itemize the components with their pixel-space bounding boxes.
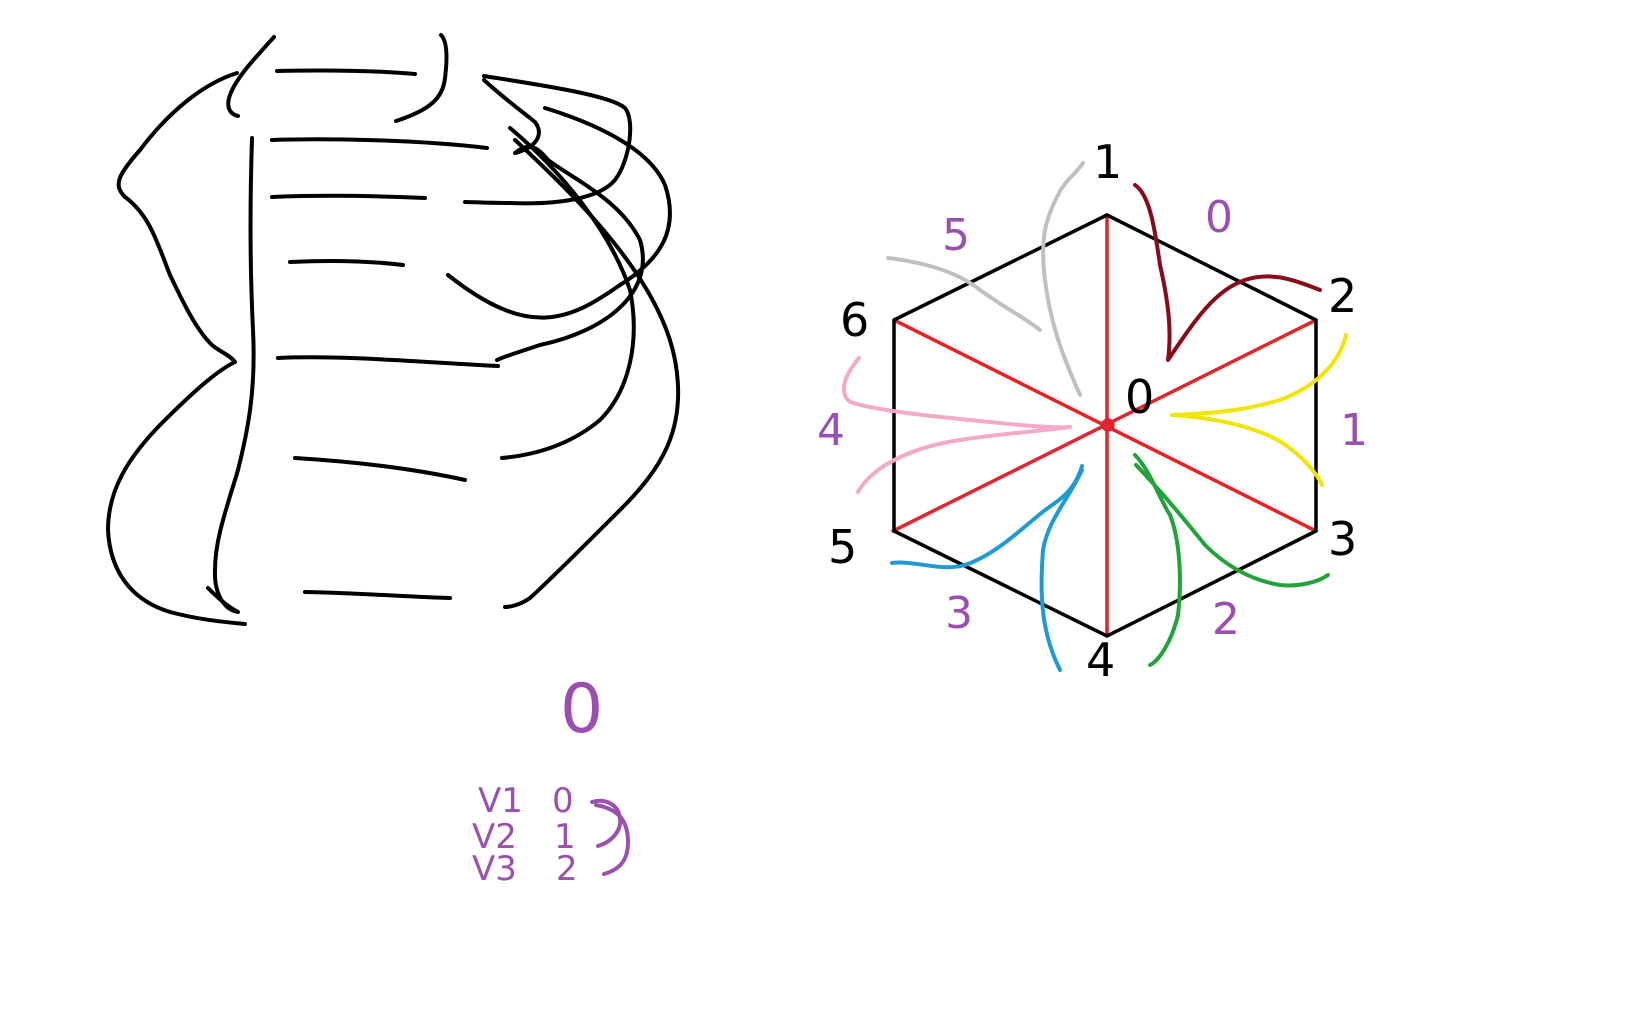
- sketch-arc-4: [500, 126, 636, 460]
- curve-pink: [841, 356, 1072, 494]
- note-row-2-value: 1: [554, 817, 576, 857]
- sketch-top-left-hook: [226, 35, 276, 118]
- curve-green: [1133, 453, 1330, 667]
- note-row-3-name: V3: [472, 849, 517, 889]
- sketch-dash-6: [293, 456, 467, 482]
- hexagon-outline: [892, 213, 1318, 638]
- sketch-dash-3: [270, 193, 427, 200]
- sketch-dash-4: [288, 259, 405, 267]
- vertex-label-5: 5: [828, 520, 857, 574]
- vertex-label-6: 6: [840, 293, 869, 347]
- big-zero-label: 0: [560, 670, 603, 749]
- note-bracket: [590, 798, 630, 876]
- sketch-vertical-line: [206, 136, 256, 614]
- sketch-left-outline: [106, 71, 247, 626]
- curve-darkred: [1133, 183, 1322, 362]
- center-point: [1101, 418, 1115, 432]
- vertex-label-4: 4: [1086, 633, 1115, 687]
- vertex-label-3: 3: [1328, 512, 1357, 566]
- curve-gray-b: [886, 256, 1042, 332]
- note-row-2-name: V2: [472, 817, 517, 857]
- sketch-arc-2: [482, 78, 645, 362]
- sketch-arc-5: [503, 138, 681, 609]
- curve-blue: [890, 464, 1084, 672]
- bottom-note: 0 V1 0 V2 1 V3 2: [472, 670, 630, 889]
- sketch-arc-3: [446, 106, 672, 320]
- hexagon-spokes: [891, 213, 1318, 636]
- edge-label-2: 2: [1212, 594, 1240, 645]
- note-row-1-value: 0: [552, 781, 574, 821]
- sketch-dash-2: [270, 137, 489, 150]
- hexagon-diagram: [841, 161, 1348, 672]
- sketch-top-right-hook: [394, 33, 449, 123]
- curve-gray-a: [1041, 161, 1085, 397]
- sketch-dash-1: [275, 68, 417, 76]
- vertex-label-2: 2: [1328, 269, 1357, 323]
- hexagon-labels: 0 1 2 3 4 5 6 0 1 2 3 4 5: [817, 135, 1368, 687]
- center-label: 0: [1125, 370, 1154, 424]
- edge-label-1: 1: [1340, 405, 1368, 456]
- sketch-arc-1: [463, 74, 633, 206]
- curve-yellow: [1170, 333, 1348, 487]
- sketch-dash-7: [303, 590, 452, 600]
- note-row-3-value: 2: [556, 849, 578, 889]
- left-sketch: [106, 33, 681, 626]
- sketch-dash-5: [276, 355, 500, 368]
- edge-label-0: 0: [1205, 192, 1233, 243]
- vertex-label-1: 1: [1093, 135, 1122, 189]
- note-row-1-name: V1: [478, 781, 523, 821]
- edge-label-5: 5: [942, 210, 970, 261]
- edge-label-4: 4: [817, 405, 845, 456]
- edge-label-3: 3: [945, 588, 973, 639]
